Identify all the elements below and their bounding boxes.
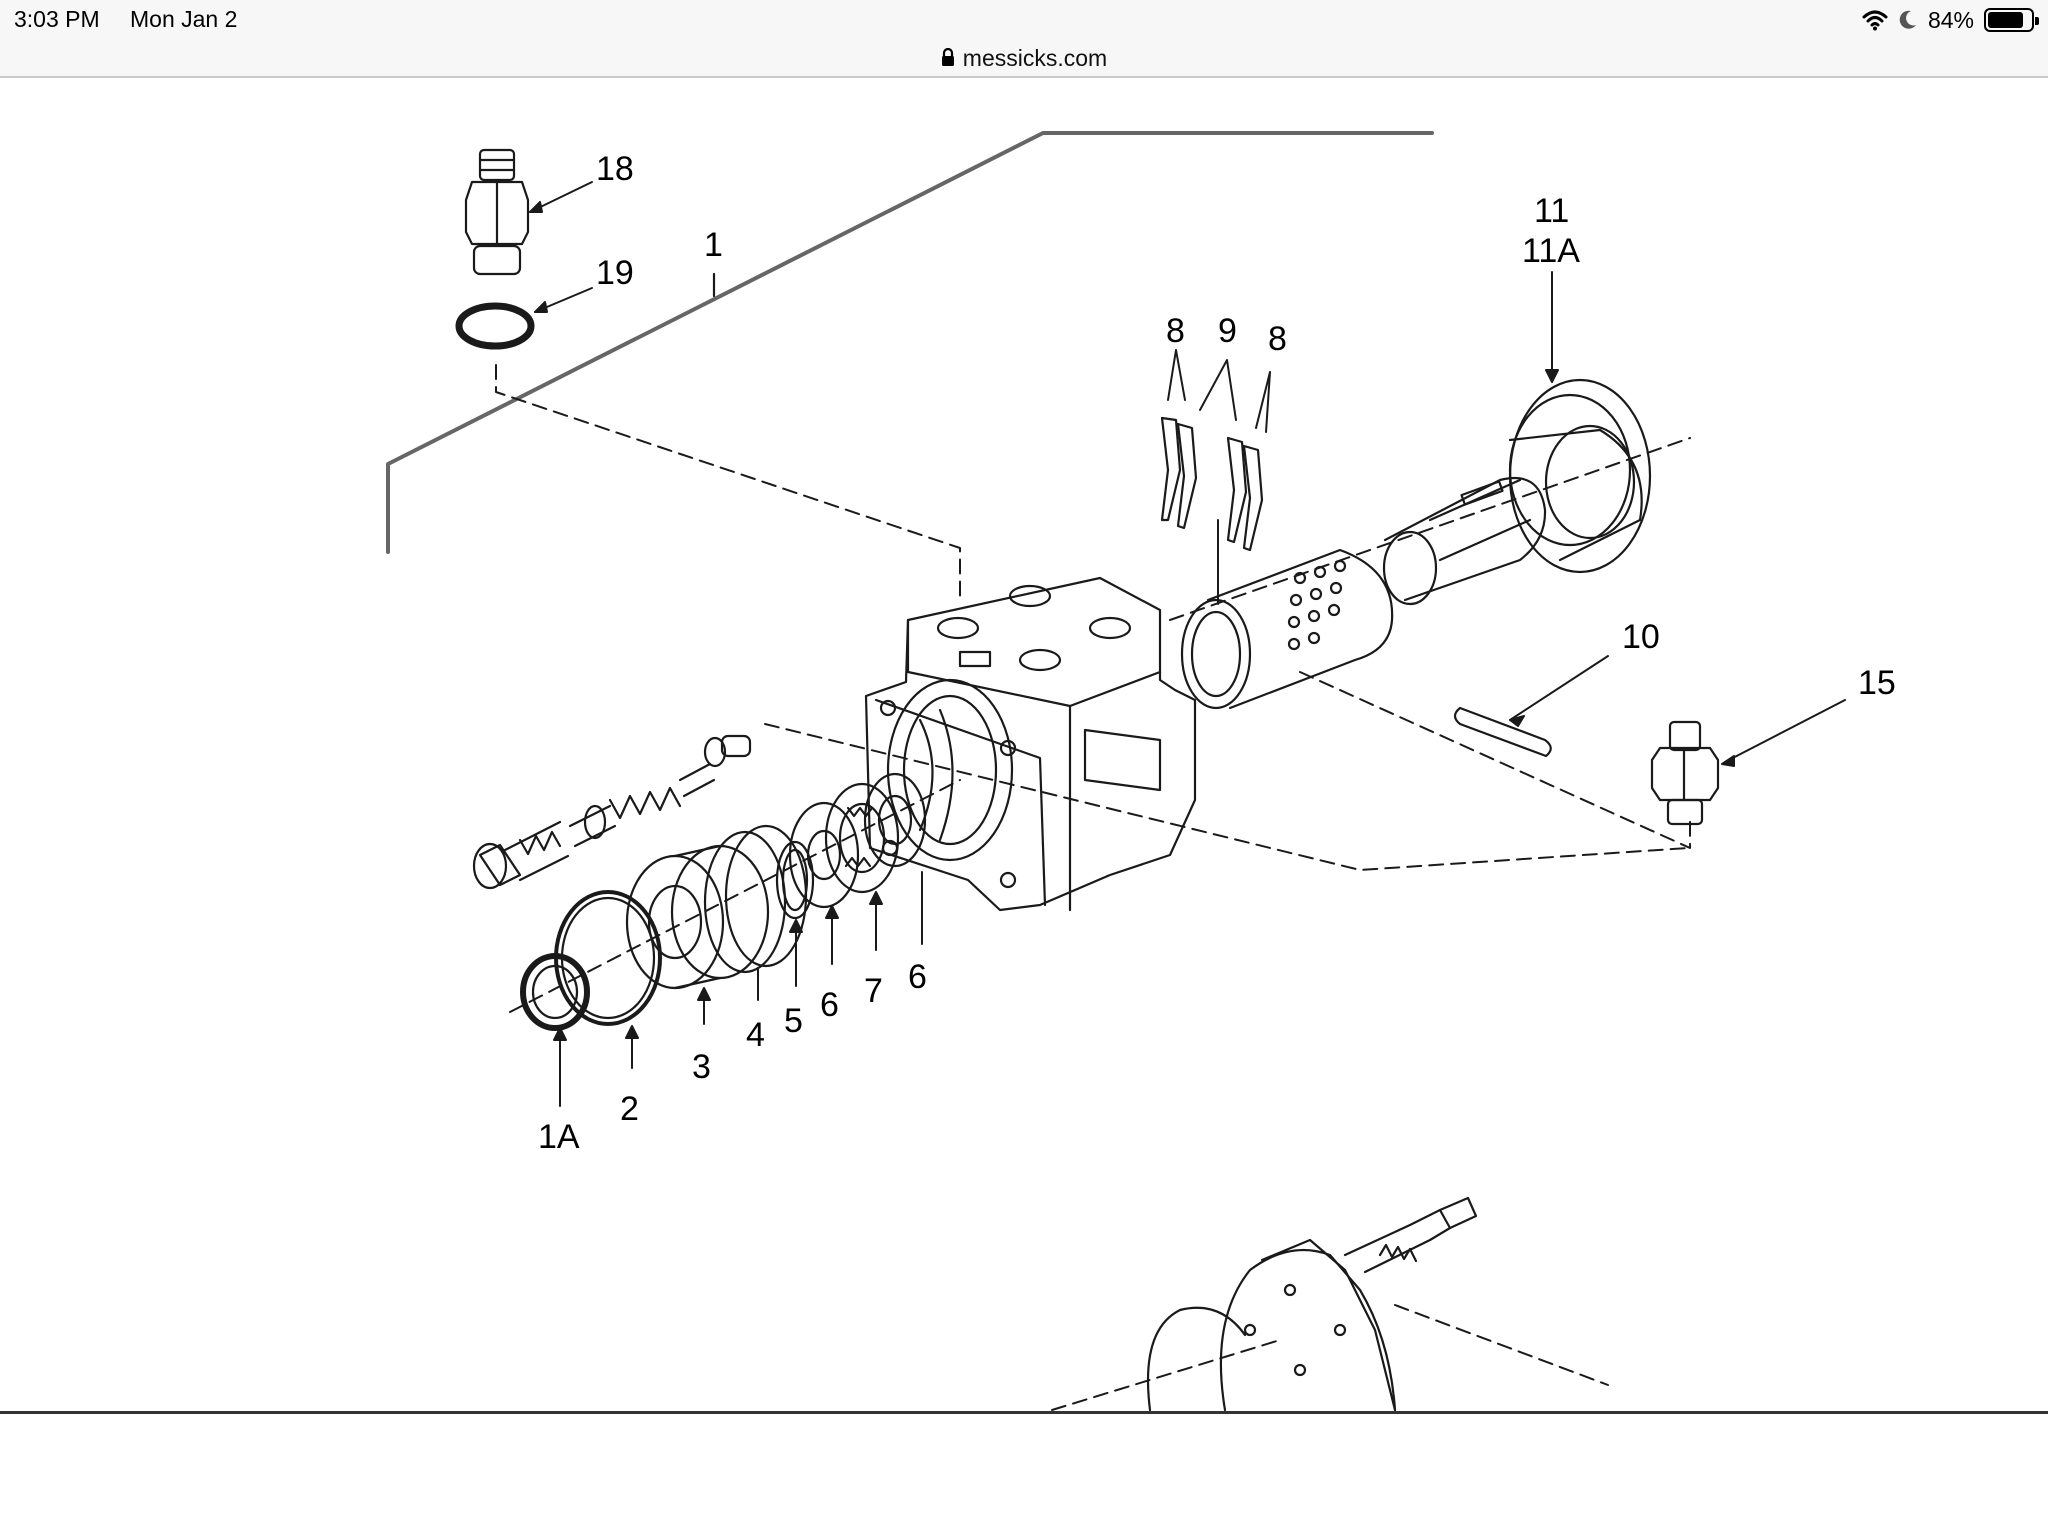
ring-5 xyxy=(775,840,815,920)
callout-3: 3 xyxy=(692,1048,711,1086)
callout-labels: 18 19 1 11 11A 8 9 8 10 15 1A 2 3 4 5 6 … xyxy=(538,150,1896,1156)
callout-1a: 1A xyxy=(538,1118,580,1156)
callout-11: 11 xyxy=(1534,192,1569,230)
sleeve xyxy=(1180,548,1394,710)
leader-lines xyxy=(529,181,1846,1107)
o-ring-19 xyxy=(455,302,535,350)
relief-spool-assembly xyxy=(472,734,752,890)
callout-2: 2 xyxy=(620,1090,639,1128)
callout-6-left: 6 xyxy=(820,986,839,1024)
callout-9: 9 xyxy=(1218,312,1237,350)
assembly-lines xyxy=(495,364,1691,1411)
spool-11 xyxy=(1382,378,1652,606)
valve-housing xyxy=(864,576,1197,912)
status-time: 3:03 PM xyxy=(14,6,100,32)
relief-valve-fitting xyxy=(464,148,530,276)
status-bar: 3:03 PM Mon Jan 2 84% xyxy=(0,0,2048,40)
fitting-15 xyxy=(1650,720,1720,826)
lower-partial-assembly xyxy=(1146,1196,1478,1412)
battery-percent: 84% xyxy=(1927,6,1974,33)
callout-18: 18 xyxy=(596,150,634,188)
callout-1: 1 xyxy=(704,226,723,264)
callout-19: 19 xyxy=(596,254,634,292)
callout-8-left: 8 xyxy=(1166,312,1185,350)
callout-10: 10 xyxy=(1622,618,1660,656)
o-ring-2 xyxy=(554,890,662,1026)
battery-fill xyxy=(1988,12,2023,28)
status-date: Mon Jan 2 xyxy=(130,6,238,32)
callout-15: 15 xyxy=(1858,664,1896,702)
url-text[interactable]: messicks.com xyxy=(962,44,1108,71)
parts-diagram: 18 19 1 11 11A 8 9 8 10 15 1A 2 3 4 5 6 … xyxy=(0,80,2048,1413)
moon-icon xyxy=(1899,10,1916,29)
callout-11a: 11A xyxy=(1522,232,1580,270)
end-cap-3 xyxy=(625,844,770,990)
page-bottom-rule xyxy=(0,1411,2048,1414)
callout-5: 5 xyxy=(784,1002,803,1040)
assembly-bracket xyxy=(386,131,1434,554)
callout-4: 4 xyxy=(746,1016,765,1054)
lock-icon xyxy=(941,48,954,66)
callout-7: 7 xyxy=(864,972,883,1010)
centering-springs xyxy=(1160,416,1264,552)
plate-6b xyxy=(863,772,927,868)
callout-6-right: 6 xyxy=(908,958,927,996)
status-indicators: 84% xyxy=(1862,6,2039,34)
wifi-icon xyxy=(1862,10,1888,31)
address-bar[interactable]: messicks.com xyxy=(0,40,2048,78)
battery-icon xyxy=(1984,8,2039,32)
plate-6 xyxy=(788,801,860,909)
pin-10 xyxy=(1453,706,1552,758)
callout-8-right: 8 xyxy=(1268,320,1287,358)
